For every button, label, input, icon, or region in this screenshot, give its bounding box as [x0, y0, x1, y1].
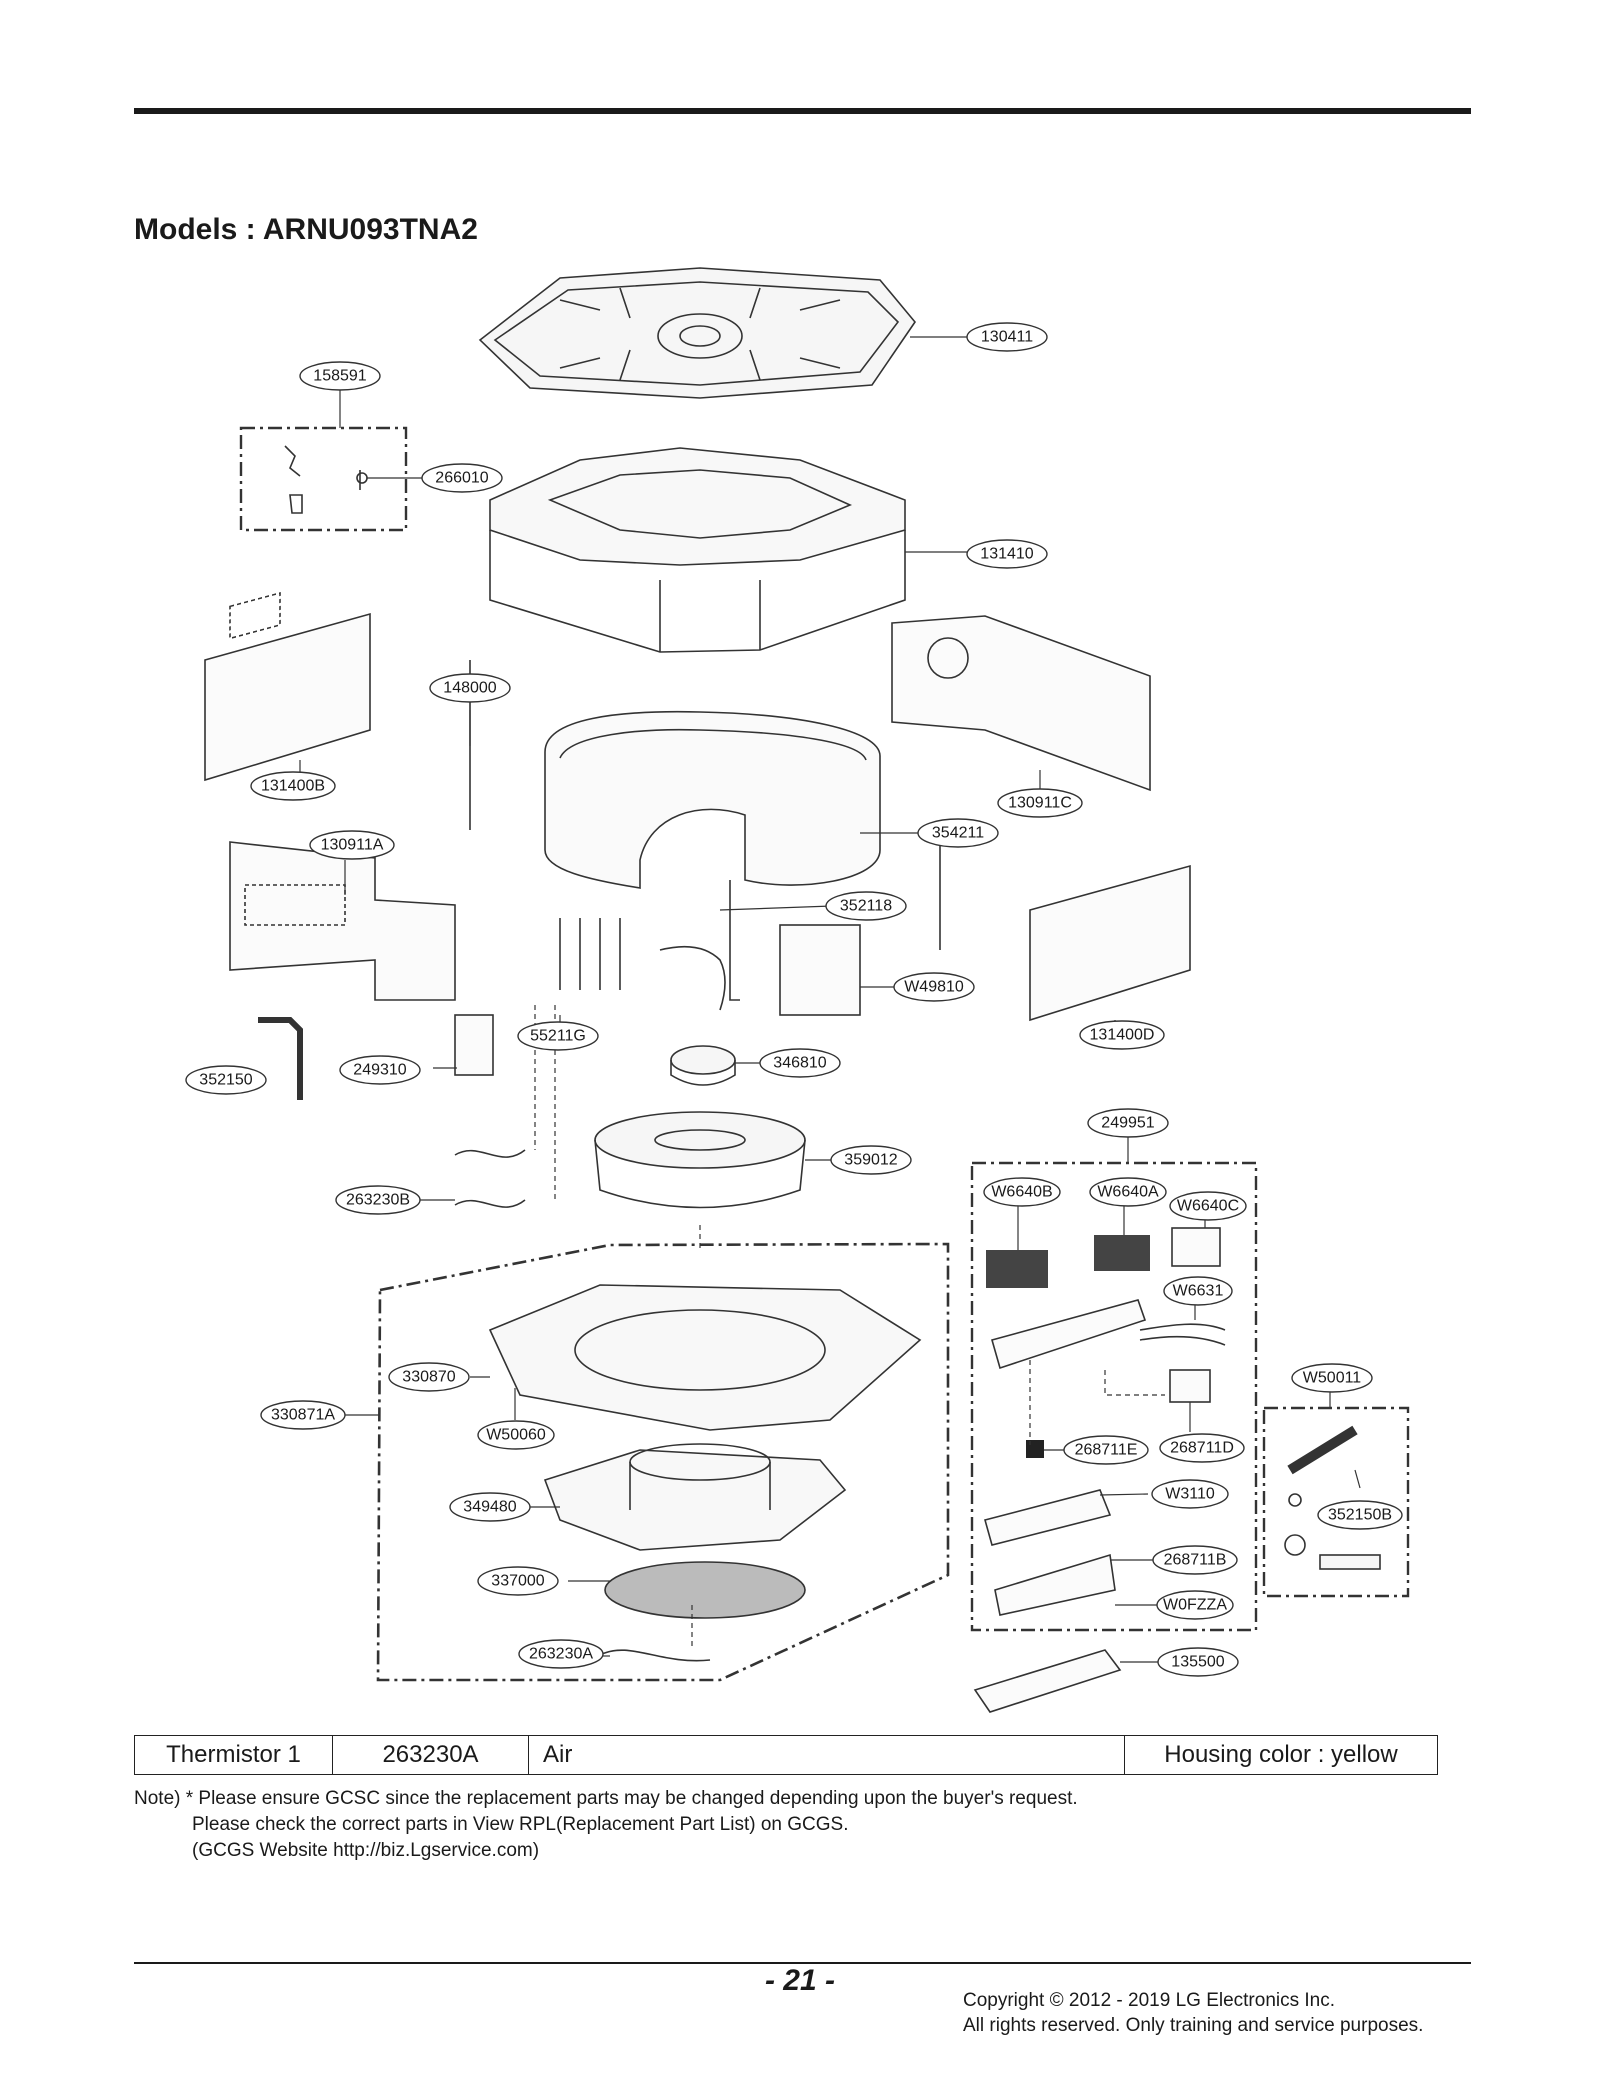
thermistor-location-cell: Air	[529, 1736, 1125, 1774]
callout-W3110	[1151, 1479, 1229, 1509]
callout-148000	[429, 673, 511, 703]
callout-W6640C	[1169, 1191, 1247, 1221]
part-label-135500: 135500	[1171, 1654, 1224, 1671]
bottom-rule	[134, 1962, 1471, 1964]
part-label-354211: 354211	[932, 825, 984, 842]
callout-330870	[388, 1362, 470, 1392]
callout-131400D	[1079, 1020, 1165, 1050]
part-label-268711E: 268711E	[1075, 1442, 1138, 1459]
part-label-W49810: W49810	[904, 979, 964, 996]
part-label-249310: 249310	[353, 1062, 406, 1079]
top-rule	[134, 108, 1471, 114]
part-label-W6640A: W6640A	[1097, 1184, 1159, 1201]
part-label-148000: 148000	[443, 680, 496, 697]
thermistor-remark-cell: Housing color : yellow	[1164, 1741, 1398, 1768]
callout-130911C	[997, 788, 1083, 818]
callout-352118	[825, 891, 907, 921]
callout-131410	[966, 539, 1048, 569]
part-label-263230B: 263230B	[346, 1192, 410, 1209]
callout-130911A	[309, 830, 395, 860]
part-label-W6631: W6631	[1173, 1283, 1224, 1300]
callout-249951	[1087, 1108, 1169, 1138]
turbo-fan-drawing	[594, 1111, 806, 1209]
part-label-263230A: 263230A	[529, 1646, 593, 1663]
thermistor-name-cell: Thermistor 1	[135, 1736, 333, 1774]
drain-pan-drawing	[488, 1284, 922, 1431]
part-label-268711D: 268711D	[1170, 1440, 1234, 1457]
part-label-158591: 158591	[313, 368, 366, 385]
part-label-W0FZZA: W0FZZA	[1163, 1597, 1227, 1614]
callout-352150	[185, 1065, 267, 1095]
heat-exchanger-drawing	[544, 710, 881, 889]
part-label-352150: 352150	[199, 1072, 252, 1089]
part-label-131400B: 131400B	[261, 778, 325, 795]
exploded-parts-diagram: 130411 158591 266010 131410 148000 13140…	[185, 267, 1410, 1713]
note-block: Note) * Please ensure GCSC since the rep…	[134, 1786, 1078, 1864]
callout-354211	[917, 818, 999, 848]
callout-131400B	[250, 771, 336, 801]
callout-359012	[830, 1145, 912, 1175]
part-label-130911C: 130911C	[1008, 795, 1072, 812]
callout-266010	[421, 463, 503, 493]
callout-346810	[759, 1048, 841, 1078]
part-label-330870: 330870	[402, 1369, 455, 1386]
callout-W0FZZA	[1156, 1590, 1234, 1620]
thermistor-info-table: Thermistor 1 263230A Air Housing color :…	[134, 1735, 1438, 1775]
callout-268711E	[1063, 1435, 1149, 1465]
part-label-131400D: 131400D	[1090, 1027, 1155, 1044]
callout-263230B	[335, 1185, 421, 1215]
part-label-W50060: W50060	[486, 1427, 546, 1444]
part-label-337000: 337000	[491, 1573, 544, 1590]
callout-352150B	[1317, 1500, 1403, 1530]
part-label-330871A: 330871A	[271, 1407, 335, 1424]
note-line-2: Please check the correct parts in View R…	[192, 1814, 849, 1835]
callout-268711B	[1152, 1545, 1238, 1575]
callout-W50060	[477, 1420, 555, 1450]
part-label-131410: 131410	[980, 546, 1033, 563]
callout-W6640A	[1089, 1177, 1167, 1207]
cabinet-frame-drawing	[489, 447, 906, 653]
part-label-W50011: W50011	[1303, 1370, 1362, 1387]
part-label-359012: 359012	[844, 1152, 897, 1169]
part-label-W6640C: W6640C	[1177, 1198, 1239, 1215]
note-line-1: Note) * Please ensure GCSC since the rep…	[134, 1788, 1078, 1809]
callout-W6631	[1163, 1276, 1233, 1306]
callout-330871A	[260, 1400, 346, 1430]
part-label-349480: 349480	[463, 1499, 516, 1516]
callout-W49810	[893, 972, 975, 1002]
callout-263230A	[518, 1639, 604, 1669]
part-label-352150B: 352150B	[1328, 1507, 1392, 1524]
callout-135500	[1157, 1647, 1239, 1677]
note-line-3: (GCGS Website http://biz.Lgservice.com)	[192, 1840, 540, 1861]
part-label-249951: 249951	[1101, 1115, 1154, 1132]
copyright-line-1: Copyright © 2012 - 2019 LG Electronics I…	[963, 1990, 1336, 2011]
part-label-55211G: 55211G	[530, 1028, 586, 1045]
callout-249310	[339, 1055, 421, 1085]
callout-158591	[299, 361, 381, 391]
part-label-130911A: 130911A	[321, 837, 384, 854]
part-label-266010: 266010	[435, 470, 488, 487]
part-label-130411: 130411	[981, 329, 1033, 346]
copyright-line-2: All rights reserved. Only training and s…	[963, 2015, 1424, 2036]
thermistor-part-cell: 263230A	[333, 1736, 529, 1774]
page-title: Models : ARNU093TNA2	[134, 213, 478, 246]
part-label-352118: 352118	[840, 898, 892, 915]
callout-W6640B	[983, 1177, 1061, 1207]
callout-W50011	[1291, 1363, 1373, 1393]
callout-337000	[477, 1566, 559, 1596]
callout-130411	[966, 322, 1048, 352]
copyright-block: Copyright © 2012 - 2019 LG Electronics I…	[963, 1988, 1423, 2038]
part-label-268711B: 268711B	[1164, 1552, 1227, 1569]
callout-55211G	[517, 1021, 599, 1051]
callout-268711D	[1159, 1433, 1245, 1463]
part-label-346810: 346810	[773, 1055, 826, 1072]
part-label-W6640B: W6640B	[991, 1184, 1052, 1201]
part-label-W3110: W3110	[1165, 1486, 1215, 1503]
top-grille-drawing	[478, 267, 917, 399]
callout-349480	[449, 1492, 531, 1522]
page-number: - 21 -	[764, 1964, 836, 1997]
